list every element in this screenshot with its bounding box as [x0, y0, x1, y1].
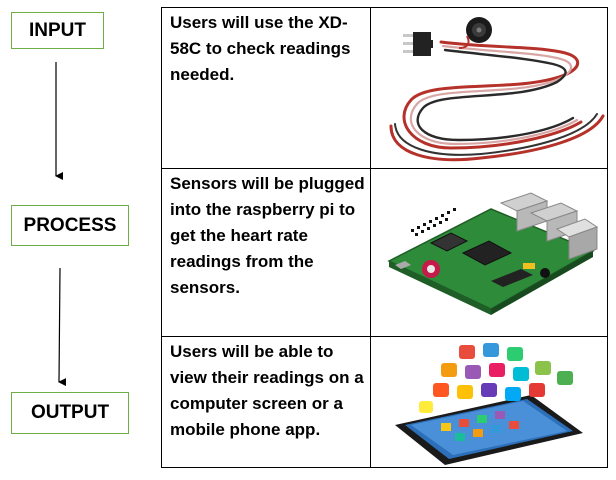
- image-cell: [370, 336, 608, 468]
- output-description: Users will be able to view their reading…: [170, 342, 364, 439]
- image-cell: [370, 168, 608, 337]
- table-row: Users will use the XD-58C to check readi…: [161, 7, 608, 169]
- table-row: Sensors will be plugged into the raspber…: [161, 168, 608, 337]
- process-stage-label: PROCESS: [23, 214, 117, 236]
- pulse-sensor-icon: [389, 17, 605, 162]
- output-stage-label: OUTPUT: [30, 402, 110, 423]
- input-stage-box: INPUT: [11, 12, 104, 49]
- smartphone-apps-icon: [395, 343, 583, 465]
- output-stage-box: OUTPUT: [11, 392, 129, 434]
- input-description: Users will use the XD-58C to check readi…: [170, 13, 351, 84]
- image-cell: [370, 7, 608, 169]
- process-description: Sensors will be plugged into the raspber…: [170, 174, 365, 297]
- raspberry-pi-board-icon: [387, 192, 599, 315]
- description-cell: Sensors will be plugged into the raspber…: [161, 168, 371, 337]
- input-stage-label: INPUT: [29, 19, 86, 41]
- description-cell: Users will be able to view their reading…: [161, 336, 371, 468]
- steps-table: Users will use the XD-58C to check readi…: [161, 7, 608, 468]
- process-stage-box: PROCESS: [11, 205, 129, 246]
- description-cell: Users will use the XD-58C to check readi…: [161, 7, 371, 169]
- table-row: Users will be able to view their reading…: [161, 336, 608, 468]
- flow-arrows: [55, 62, 67, 387]
- arrow-process-to-output: [58, 267, 67, 387]
